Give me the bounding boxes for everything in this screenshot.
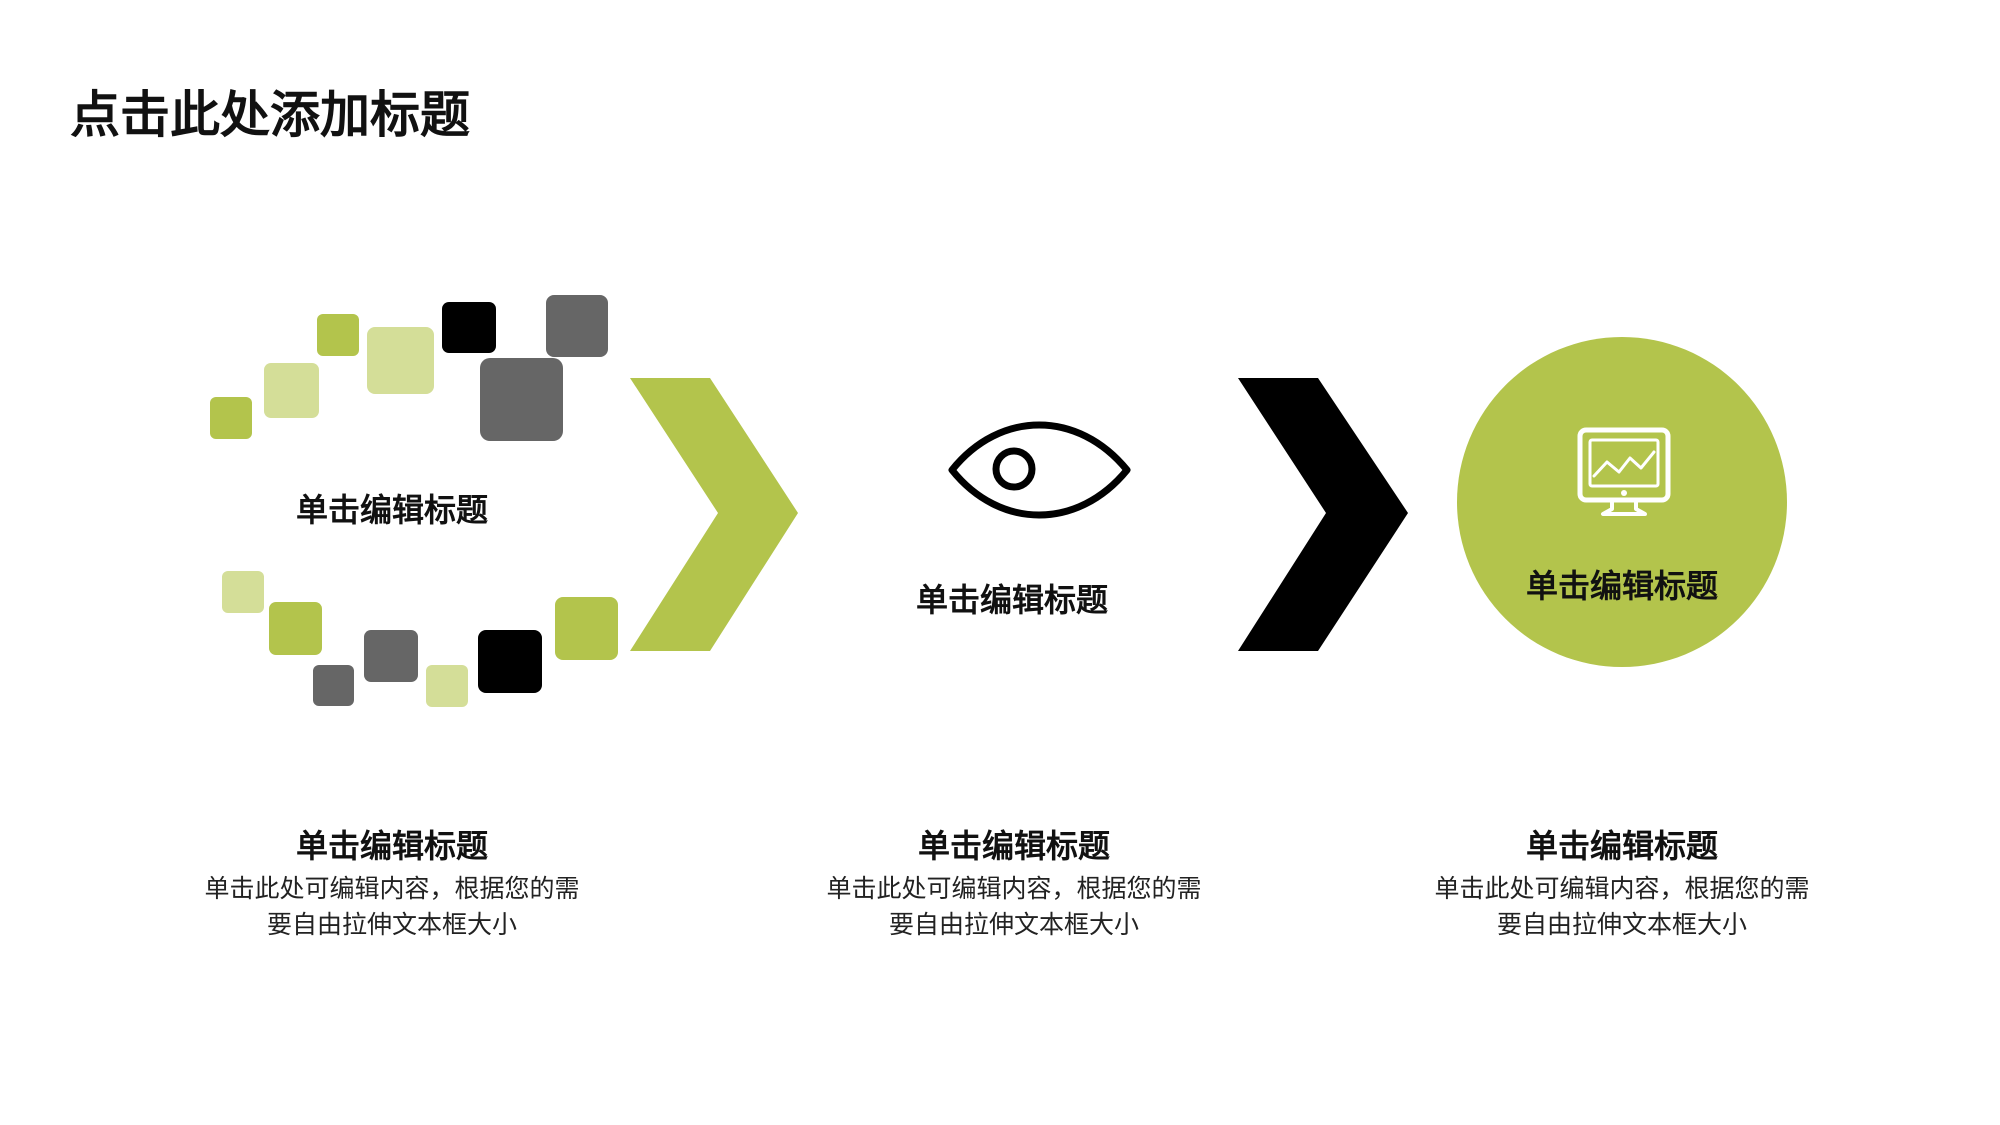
monitor-inner-screen (1588, 438, 1660, 488)
square-tile (480, 358, 563, 441)
caption-body[interactable]: 单击此处可编辑内容，根据您的需 要自由拉伸文本框大小 (1412, 871, 1832, 943)
caption-title[interactable]: 单击编辑标题 (1525, 827, 1718, 865)
square-tile (313, 665, 354, 706)
square-tile (546, 295, 608, 357)
caption-line: 要自由拉伸文本框大小 (266, 910, 517, 939)
caption-line: 单击此处可编辑内容，根据您的需 (1434, 874, 1810, 903)
caption-body[interactable]: 单击此处可编辑内容，根据您的需 要自由拉伸文本框大小 (182, 871, 602, 943)
square-tile (478, 630, 542, 693)
square-tile (367, 327, 434, 394)
chart-line (1592, 450, 1656, 478)
caption-line: 要自由拉伸文本框大小 (888, 910, 1139, 939)
step-2-caption: 单击编辑标题 单击此处可编辑内容，根据您的需 要自由拉伸文本框大小 (804, 823, 1224, 943)
monitor-stand (1601, 502, 1647, 516)
square-tile (364, 630, 418, 682)
square-tile (210, 397, 252, 439)
step-2-inner-label[interactable]: 单击编辑标题 (915, 581, 1108, 619)
step-3-inner-label[interactable]: 单击编辑标题 (1525, 567, 1718, 605)
caption-title[interactable]: 单击编辑标题 (295, 827, 488, 865)
eye-icon (948, 421, 1131, 519)
chevron-right-icon (1238, 378, 1408, 651)
caption-title[interactable]: 单击编辑标题 (917, 827, 1110, 865)
square-tile (426, 665, 468, 707)
square-tile (555, 597, 618, 660)
chevron-right-icon (630, 378, 798, 651)
step-3-caption: 单击编辑标题 单击此处可编辑内容，根据您的需 要自由拉伸文本框大小 (1412, 823, 1832, 943)
eye-outline (948, 421, 1131, 519)
page-title[interactable]: 点击此处添加标题 (70, 86, 470, 144)
step-1-inner-label[interactable]: 单击编辑标题 (295, 491, 488, 529)
square-tile (442, 302, 496, 353)
square-tile (222, 571, 264, 613)
caption-line: 单击此处可编辑内容，根据您的需 (826, 874, 1202, 903)
monitor-chart-icon (1577, 427, 1671, 516)
eye-pupil (992, 447, 1036, 491)
caption-body[interactable]: 单击此处可编辑内容，根据您的需 要自由拉伸文本框大小 (804, 871, 1224, 943)
step-1-caption: 单击编辑标题 单击此处可编辑内容，根据您的需 要自由拉伸文本框大小 (182, 823, 602, 943)
pixel-squares-icon (210, 295, 618, 707)
monitor-screen (1577, 427, 1671, 503)
caption-line: 单击此处可编辑内容，根据您的需 (204, 874, 580, 903)
monitor-power-dot (1621, 490, 1627, 496)
caption-line: 要自由拉伸文本框大小 (1496, 910, 1747, 939)
square-tile (269, 602, 322, 655)
square-tile (317, 314, 359, 356)
square-tile (264, 363, 319, 418)
